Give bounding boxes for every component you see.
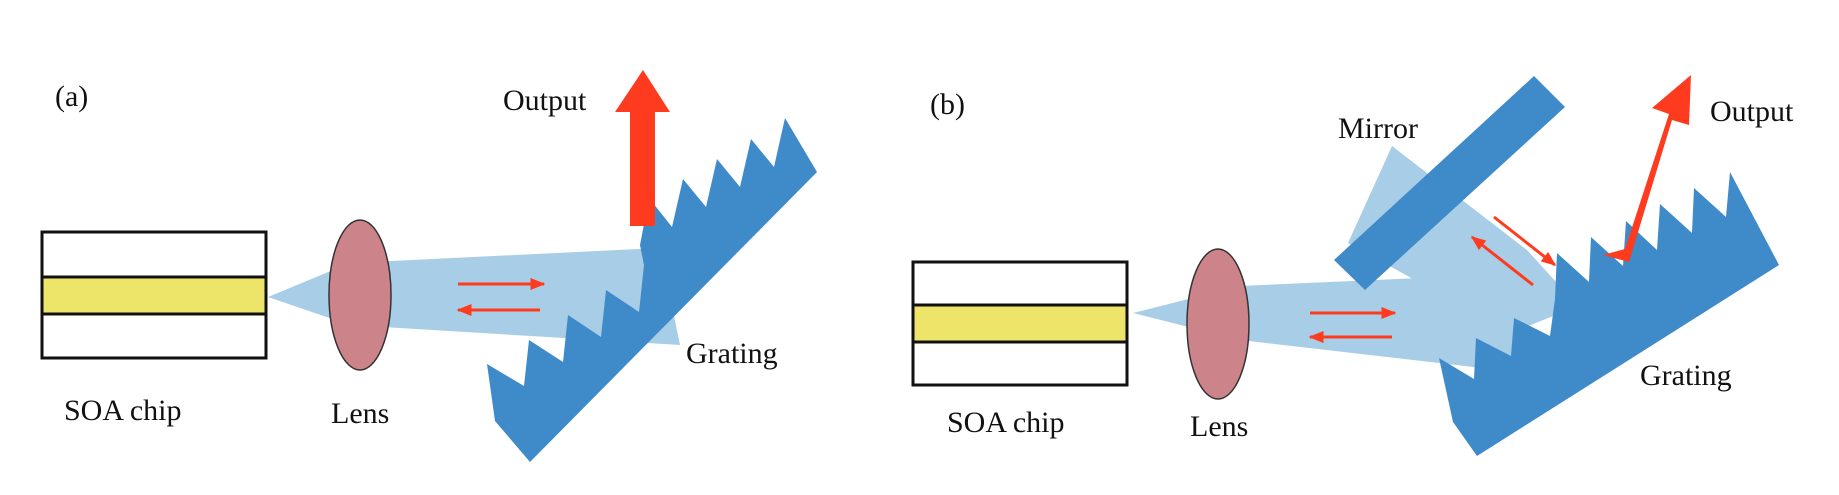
panel-b-output-arrow-icon xyxy=(1603,75,1691,262)
panel-a-grating-label: Grating xyxy=(686,337,778,370)
panel-b: (b) Mirror Output SOA chip Le xyxy=(911,75,1794,456)
panel-b-diagonal-arrows-icon xyxy=(1470,215,1557,287)
panel-b-output-label: Output xyxy=(1710,95,1794,128)
panel-b-mirror-label: Mirror xyxy=(1338,112,1418,145)
panel-b-lens-label: Lens xyxy=(1190,410,1248,443)
panel-b-soa-chip-icon xyxy=(911,260,1129,387)
panel-a-grating-icon xyxy=(487,118,817,462)
panel-b-tag: (b) xyxy=(930,88,965,121)
panel-b-lens-icon xyxy=(1186,248,1250,400)
panel-a-lens-icon xyxy=(328,219,392,371)
panel-a-soa-chip-icon xyxy=(40,230,268,360)
panel-a-output-arrow-icon xyxy=(615,70,670,226)
panel-b-beam-direction-arrows-icon xyxy=(1308,307,1397,343)
panel-b-mirror-icon xyxy=(1334,76,1565,290)
panel-a-beam-direction-arrows-icon xyxy=(456,278,546,316)
panel-b-soa-label: SOA chip xyxy=(947,406,1065,439)
panel-a: (a) Output SOA chip Lens Grating xyxy=(40,70,817,462)
panel-a-soa-label: SOA chip xyxy=(64,394,182,427)
panel-b-grating-label: Grating xyxy=(1640,359,1732,392)
panel-a-tag: (a) xyxy=(55,80,88,113)
panel-a-lens-label: Lens xyxy=(331,397,389,430)
panel-a-output-label: Output xyxy=(503,84,587,117)
panel-b-grating-icon xyxy=(1439,172,1779,456)
